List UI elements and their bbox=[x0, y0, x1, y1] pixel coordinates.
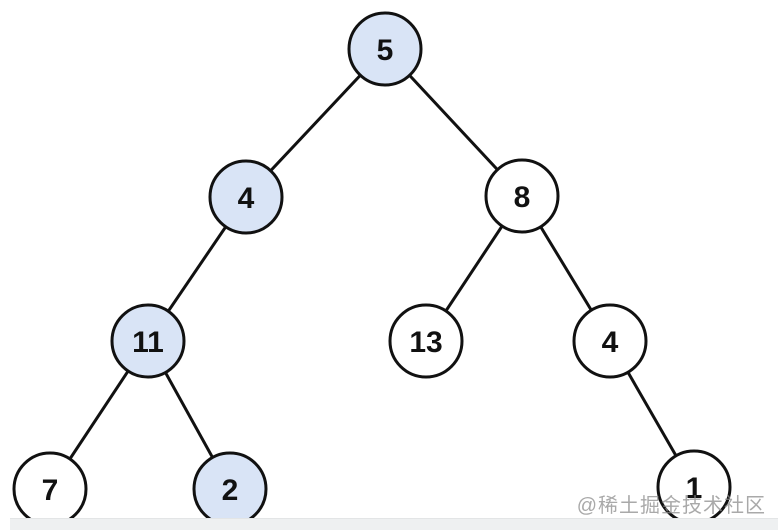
tree-node-n5: 5 bbox=[347, 11, 423, 87]
tree-node-circle bbox=[388, 303, 464, 379]
tree-node-circle bbox=[347, 11, 423, 87]
tree-node-n7: 7 bbox=[12, 451, 88, 527]
tree-node-n8: 8 bbox=[484, 158, 560, 234]
tree-node-circle bbox=[110, 303, 186, 379]
watermark-text: @稀土掘金技术社区 bbox=[576, 495, 766, 517]
tree-node-n11: 11 bbox=[110, 303, 186, 379]
tree-node-value: 2 bbox=[222, 474, 239, 507]
tree-node-value: 1 bbox=[686, 472, 703, 505]
tree-node-n4r: 4 bbox=[572, 303, 648, 379]
tree-node-value: 5 bbox=[377, 34, 394, 67]
tree-node-value: 4 bbox=[602, 326, 619, 359]
footer-divider-bar bbox=[10, 518, 778, 530]
tree-node-n13: 13 bbox=[388, 303, 464, 379]
tree-node-value: 4 bbox=[238, 182, 255, 215]
tree-node-circle bbox=[572, 303, 648, 379]
tree-node-n4l: 4 bbox=[208, 159, 284, 235]
tree-node-circle bbox=[484, 158, 560, 234]
tree-node-n2: 2 bbox=[192, 451, 268, 527]
tree-node-circle bbox=[208, 159, 284, 235]
tree-node-value: 7 bbox=[42, 474, 59, 507]
tree-node-value: 13 bbox=[409, 326, 442, 359]
tree-node-value: 11 bbox=[132, 326, 164, 359]
tree-node-value: 8 bbox=[514, 181, 531, 214]
